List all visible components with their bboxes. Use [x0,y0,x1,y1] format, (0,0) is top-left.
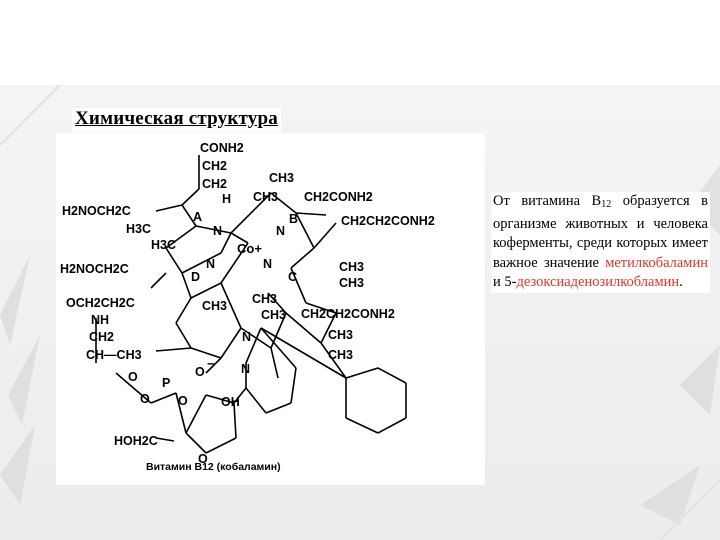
label-ch3-c: CH3 [339,260,364,274]
description-text: От витамина В12 образуется в организме ж… [491,192,710,293]
label-n-5: N [242,330,251,344]
label-oh: OH [221,395,240,409]
label-o-1: O [128,370,138,384]
label-ch3-i: CH3 [328,348,353,362]
label-o-minus: O [195,365,205,379]
label-phosphorus: P [162,376,170,390]
label-nh: NH [91,313,109,327]
term-deoxyadenosylcobalamin: дезоксиаденозилкобламин [516,274,680,290]
label-ch-ch3: CH—CH3 [86,348,142,362]
label-o-3: O [178,394,188,408]
figure-caption: Витамин B12 (кобаламин) [146,461,281,473]
bond-lines [95,155,407,454]
label-ch2conh2-right: CH2CONH2 [304,190,373,204]
label-o-ring: O [198,452,208,466]
label-o-2: O [140,392,150,406]
label-h-a: H [222,192,231,206]
label-minus-sign: − [207,357,214,371]
label-ch3-b: CH3 [253,190,278,204]
label-ring-a: A [193,210,202,224]
description-part1: От витамина В [493,193,602,209]
label-ring-d: D [191,270,200,284]
label-ring-c: C [288,270,297,284]
label-h3c-b: H3C [151,238,176,252]
label-ch2ch2conh2-bottom: CH2CH2CONH2 [301,307,395,321]
label-ch2-c: CH2 [89,330,114,344]
label-hoh2c: HOH2C [114,434,158,448]
description-and: и 5- [493,274,517,290]
slide-title: Химическая структура [72,108,281,132]
label-n-1: N [213,224,222,238]
label-n-2: N [276,224,285,238]
label-ch2ch2conh2-right: CH2CH2CONH2 [341,214,435,228]
label-ch3-f: CH3 [202,299,227,313]
label-h2noch2c-b: H2NOCH2C [60,262,129,276]
label-ch3-e: CH3 [252,292,277,306]
label-ch3-d: CH3 [339,276,364,290]
label-h3c-a: H3C [126,222,151,236]
label-ring-b: B [289,212,298,226]
label-h2noch2c-a: H2NOCH2C [62,204,131,218]
label-n-4: N [263,257,272,271]
label-ch3-h: CH3 [328,328,353,342]
label-conh2-top: CONH2 [200,141,244,155]
structure-figure: CONH2 CH2 CH2 H CH3 CH3 CH2CONH2 H2NOCH2… [56,133,485,485]
label-cobalt: Co+ [237,241,262,256]
label-n-3: N [206,257,215,271]
label-och2ch2c: OCH2CH2C [66,296,135,310]
cobalamin-structure-diagram: CONH2 CH2 CH2 H CH3 CH3 CH2CONH2 H2NOCH2… [60,141,435,473]
label-ch2-b: CH2 [202,177,227,191]
description-end: . [679,274,683,290]
term-methylcobalamin: метилкобаламин [605,254,708,271]
description-part2: образуется в организме животных и челове… [493,193,708,271]
description-subscript: 12 [601,199,612,210]
label-n-6: N [241,362,250,376]
label-ch3-a: CH3 [269,171,294,185]
label-ch2-a: CH2 [202,159,227,173]
label-ch3-g: CH3 [261,308,286,322]
